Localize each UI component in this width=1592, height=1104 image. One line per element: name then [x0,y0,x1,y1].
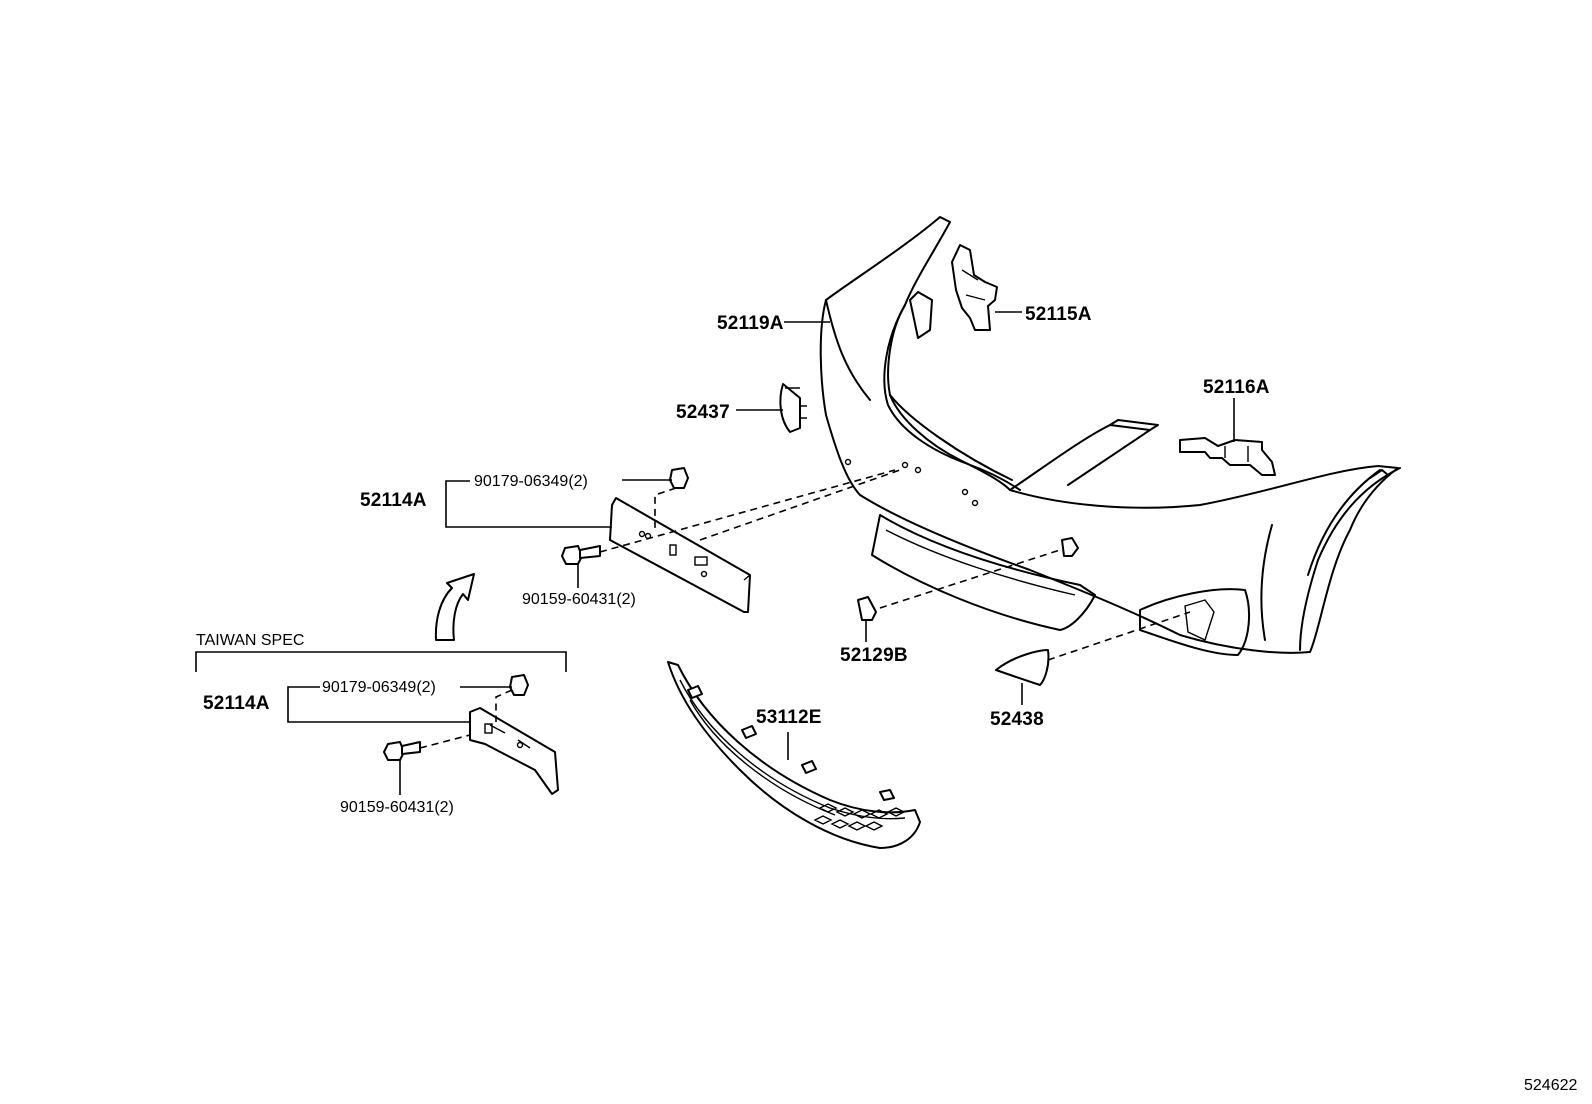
taiwan-spec-box [195,651,567,672]
callout-52437: 52437 [676,402,730,423]
cap-52437-drawing [779,383,807,433]
cover-52438-drawing [995,611,1191,686]
callout-90179-taiwan: 90179-06349(2) [322,679,436,696]
callout-52114A-taiwan: 52114A [203,693,270,714]
callout-53112E: 53112E [756,707,822,728]
callout-52115A: 52115A [1025,304,1092,325]
section-label-taiwan-spec: TAIWAN SPEC [196,632,304,649]
retainer-52115A-drawing [951,244,998,331]
callout-52116A: 52116A [1203,377,1270,398]
callout-52114A-main: 52114A [360,490,427,511]
leader-lines [287,311,1235,795]
callout-90159-taiwan: 90159-60431(2) [340,799,454,816]
callout-52438: 52438 [990,709,1044,730]
callout-90159-main: 90159-60431(2) [522,591,636,608]
assembly-arrow [434,573,475,641]
bumper-cover-drawing [819,216,1401,656]
bracket-52116A-drawing [1179,437,1276,476]
plate-bracket-main-drawing [561,467,901,613]
grille-53112E-drawing [667,661,921,849]
callout-90179-main: 90179-06349(2) [474,473,588,490]
callout-52119A: 52119A [717,313,784,334]
cap-52129B-drawing [857,537,1079,621]
plate-bracket-taiwan-drawing [383,674,559,795]
figure-id: 524622 [1524,1077,1577,1094]
callout-52129B: 52129B [840,645,908,666]
